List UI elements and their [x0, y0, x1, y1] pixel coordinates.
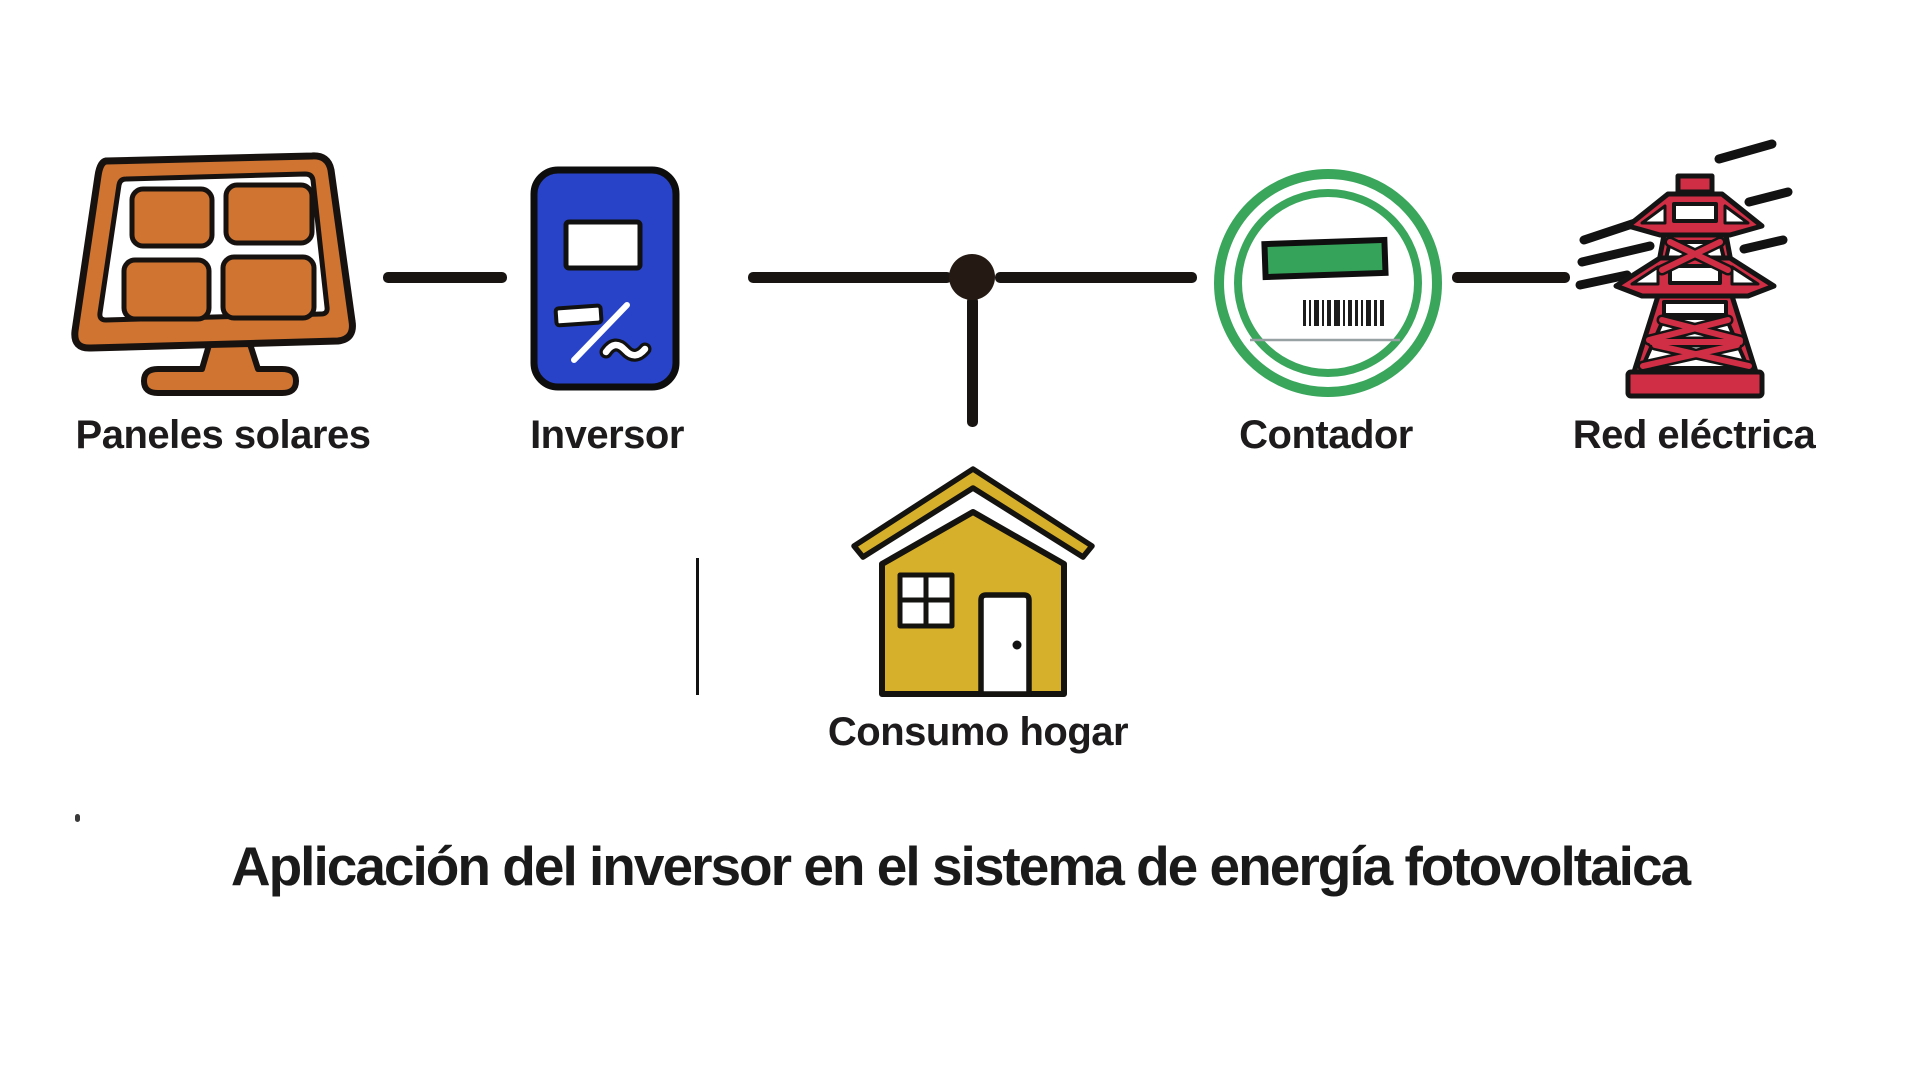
connector-meter-grid	[1452, 272, 1570, 283]
power-tower-icon	[1575, 139, 1793, 399]
panel-cell	[129, 186, 215, 249]
label-inverter: Inversor	[530, 413, 684, 457]
tower-base	[1625, 369, 1765, 399]
label-grid: Red eléctrica	[1572, 413, 1816, 457]
diagram-title: Aplicación del inversor en el sistema de…	[230, 835, 1691, 897]
house-window	[897, 572, 955, 629]
meter-inner-ring	[1234, 189, 1422, 377]
house-roof	[851, 466, 1095, 560]
junction-node	[949, 254, 995, 300]
meter-barcode	[1303, 300, 1384, 326]
label-meter: Contador	[1239, 413, 1413, 457]
panel-cell	[220, 254, 317, 321]
meter-icon	[1214, 169, 1442, 397]
label-solar-panels: Paneles solares	[75, 413, 371, 457]
solar-panel-icon	[71, 152, 356, 396]
panel-cell	[223, 182, 315, 246]
connector-panels-inverter	[383, 272, 507, 283]
meter-display	[1261, 236, 1389, 281]
meter-outer-ring	[1214, 169, 1442, 397]
panel-stand	[141, 341, 299, 396]
inverter-icon	[530, 166, 680, 391]
dc-ac-symbol	[553, 302, 652, 363]
inverter-display	[563, 219, 643, 271]
tiny-dot-artifact	[75, 814, 80, 822]
connector-inverter-junction	[748, 272, 952, 283]
panel-cell	[121, 257, 212, 322]
house-icon	[851, 466, 1095, 697]
house-door	[978, 592, 1032, 697]
tower-cap	[1675, 173, 1715, 195]
connector-junction-home	[967, 296, 978, 427]
connector-junction-meter	[995, 272, 1197, 283]
label-home: Consumo hogar	[827, 710, 1129, 754]
tower-lattice	[1637, 236, 1755, 372]
stray-line-artifact	[696, 558, 699, 695]
